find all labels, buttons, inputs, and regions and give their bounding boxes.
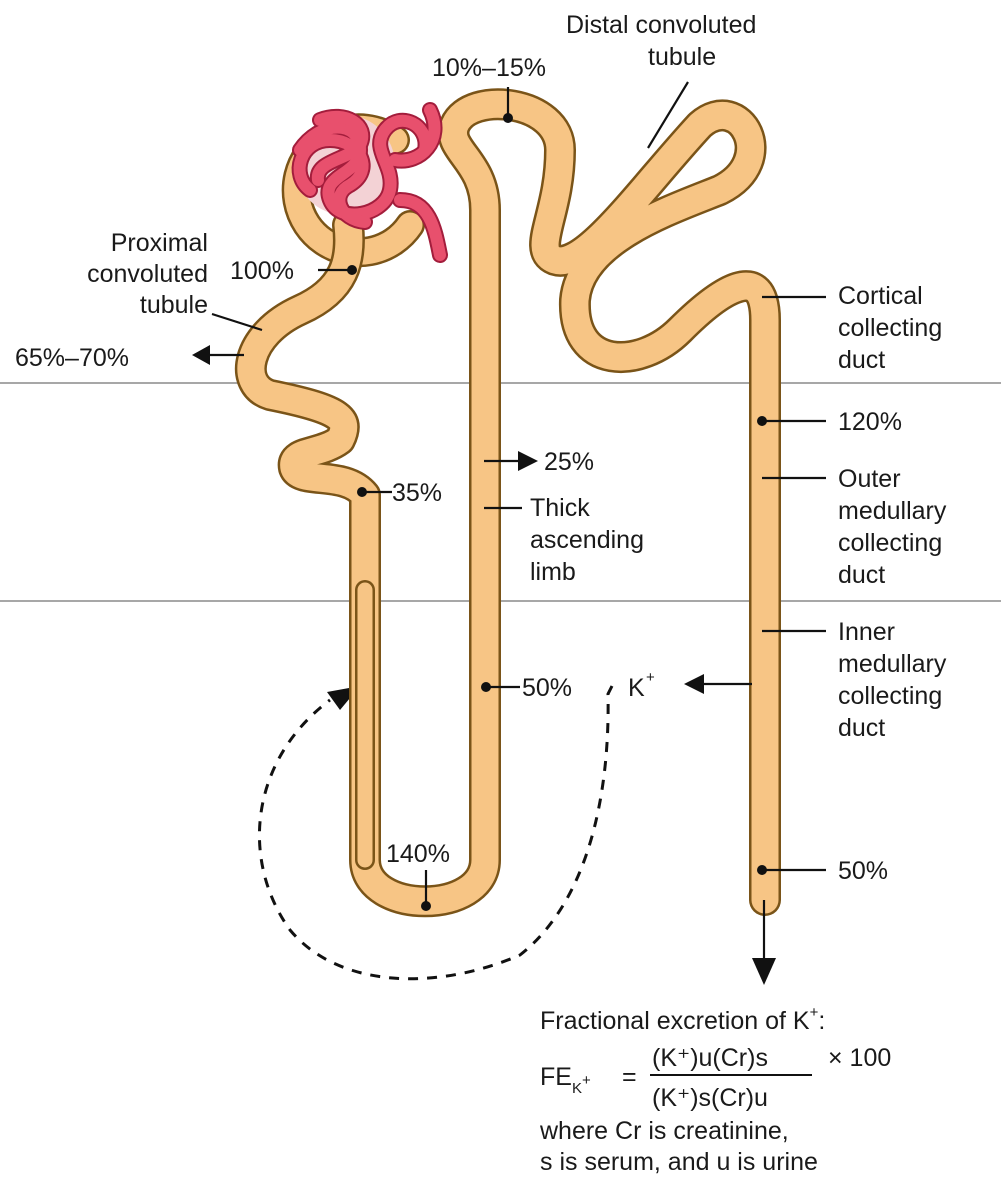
thick-ascending-label-3: limb (530, 558, 576, 586)
pct-50-duct-label: 50% (838, 857, 888, 885)
cortical-label-1: Cortical (838, 282, 923, 310)
outer-medullary-label-4: duct (838, 561, 885, 589)
pct-35-label: 35% (392, 479, 442, 507)
pct-140-marker (421, 901, 431, 911)
formula-block: Fractional excretion of K+: FEK+ = (K⁺)u… (539, 1004, 891, 1176)
distal-label-1: Distal convoluted (566, 11, 756, 39)
proximal-label-2: convoluted (87, 260, 208, 288)
pct-25-label: 25% (544, 448, 594, 476)
formula-multiplier: × 100 (828, 1044, 891, 1072)
pct-120-label: 120% (838, 408, 902, 436)
formula-fe: FEK+ (540, 1063, 591, 1097)
proximal-label-3: tubule (140, 291, 208, 319)
cortical-label-3: duct (838, 346, 885, 374)
pct-25-arrowhead (518, 451, 538, 471)
nephron-tubule (251, 104, 765, 901)
k-secretion-arrowhead (684, 674, 704, 694)
outer-medullary-label-1: Outer (838, 465, 901, 493)
thick-ascending-label-2: ascending (530, 526, 644, 554)
pct-10-15-marker (503, 113, 513, 123)
pct-140-label: 140% (386, 840, 450, 868)
thick-ascending-label-1: Thick (530, 494, 590, 522)
cortical-label-2: collecting (838, 314, 942, 342)
formula-denominator: (K⁺)s(Cr)u (652, 1084, 768, 1112)
pct-65-70-arrowhead (192, 345, 210, 365)
formula-heading: Fractional excretion of K+: (540, 1004, 825, 1035)
inner-medullary-label-4: duct (838, 714, 885, 742)
outer-medullary-label-3: collecting (838, 529, 942, 557)
pct-50-loop-label: 50% (522, 674, 572, 702)
inner-medullary-label-2: medullary (838, 650, 947, 678)
k-ion-label: K (628, 674, 645, 702)
formula-numerator: (K⁺)u(Cr)s (652, 1044, 768, 1072)
pct-10-15-label: 10%–15% (432, 54, 546, 82)
k-recycling-dashed-path (259, 686, 612, 979)
outer-medullary-label-2: medullary (838, 497, 947, 525)
distal-label-2: tubule (648, 43, 716, 71)
proximal-label-1: Proximal (111, 229, 208, 257)
pct-100-marker (347, 265, 357, 275)
inner-medullary-label-3: collecting (838, 682, 942, 710)
inner-medullary-label-1: Inner (838, 618, 895, 646)
pct-100-label: 100% (230, 257, 294, 285)
formula-note-line2: s is serum, and u is urine (540, 1148, 818, 1176)
formula-equals: = (622, 1063, 637, 1091)
k-ion-charge: + (646, 669, 655, 686)
excretion-arrowhead (752, 958, 776, 985)
pct-65-70-label: 65%–70% (15, 344, 129, 372)
proximal-leader (212, 314, 262, 330)
formula-note-line1: where Cr is creatinine, (539, 1117, 789, 1145)
